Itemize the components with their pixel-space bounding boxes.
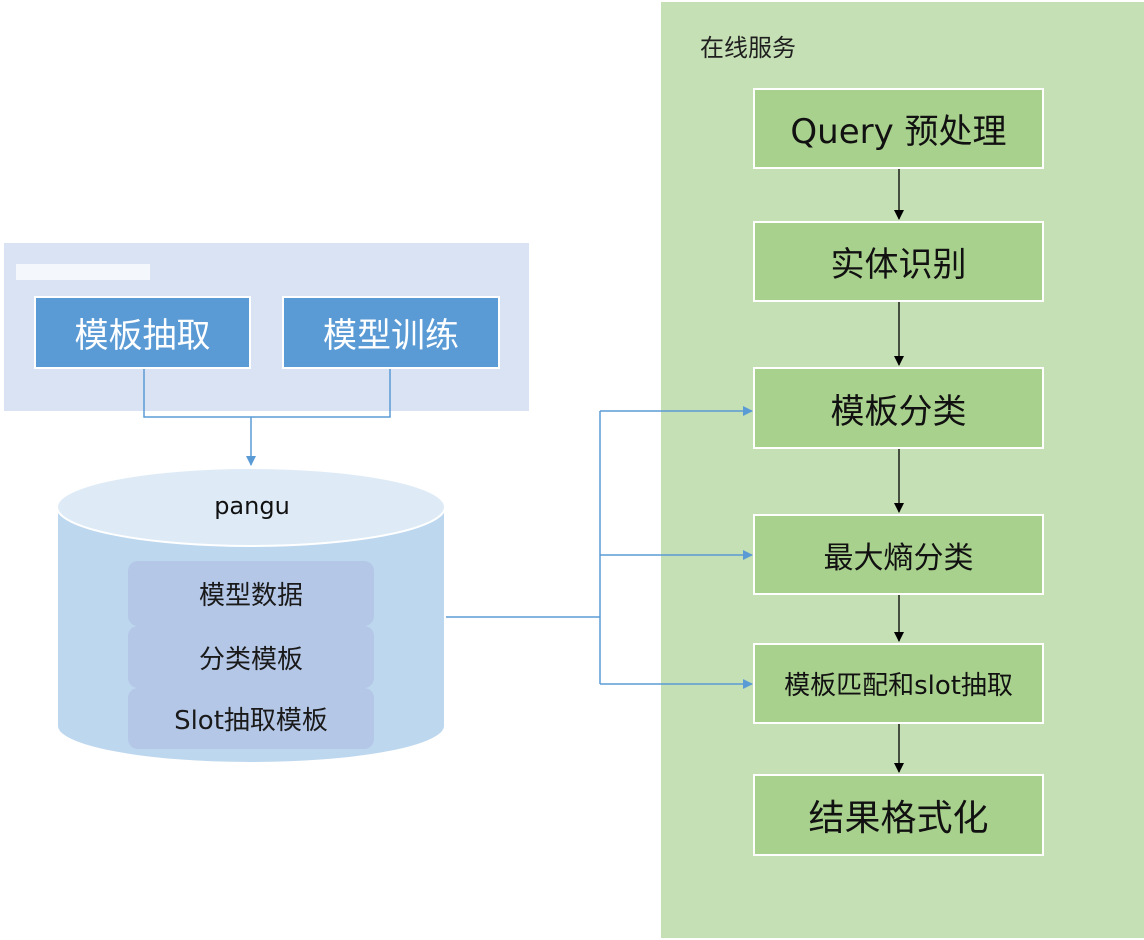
db-to-online-connector — [446, 406, 753, 689]
step-template-match-slot-extraction: 模板匹配和slot抽取 — [753, 643, 1044, 724]
db-layer-slot-extraction-template: Slot抽取模板 — [128, 688, 374, 749]
online-service-title: 在线服务 — [700, 34, 796, 62]
step-result-formatting: 结果格式化 — [753, 774, 1044, 856]
db-layer-classification-template: 分类模板 — [128, 626, 374, 688]
step-maxent-classification: 最大熵分类 — [753, 514, 1044, 595]
step-template-classification: 模板分类 — [753, 367, 1044, 449]
model-training-box: 模型训练 — [282, 296, 500, 369]
database-name: pangu — [214, 492, 290, 520]
offline-to-db-connector — [143, 369, 391, 466]
step-entity-recognition: 实体识别 — [753, 221, 1044, 302]
template-extraction-box: 模板抽取 — [34, 296, 251, 369]
offline-panel-label-redacted — [16, 264, 150, 280]
step-query-preprocess: Query 预处理 — [753, 88, 1044, 169]
db-layer-model-data: 模型数据 — [128, 561, 374, 626]
